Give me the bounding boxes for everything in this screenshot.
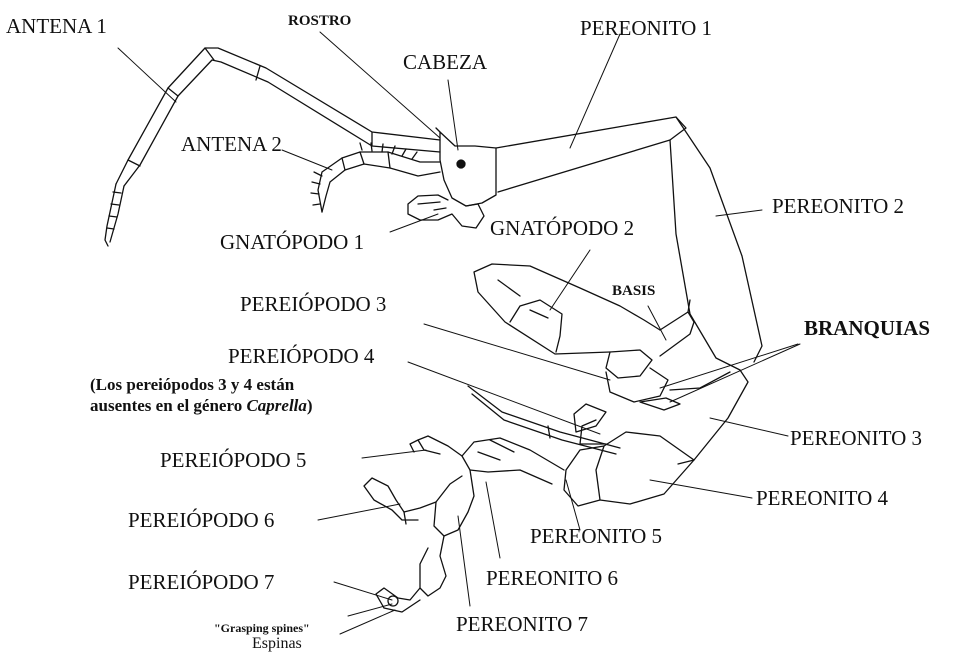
label-pereonito-7: PEREONITO 7 [456, 612, 589, 636]
label-pereonito-2: PEREONITO 2 [772, 194, 905, 218]
label-pereiopodo-5: PEREIÓPODO 5 [160, 448, 307, 472]
gnathopod-1-drawing [407, 194, 485, 229]
label-pereiopodo-3: PEREIÓPODO 3 [240, 292, 387, 316]
gnathopod-2-drawing [473, 263, 695, 379]
label-grasping-spines: "Grasping spines" [214, 621, 310, 635]
pereonite-1-drawing [495, 116, 687, 193]
note-line-2a: ausentes en el género [90, 396, 247, 416]
label-gnatopodo-2: GNATÓPODO 2 [490, 216, 635, 240]
label-pereiopodo-7: PEREIÓPODO 7 [128, 570, 275, 594]
label-rostro: ROSTRO [288, 13, 352, 29]
note-line-2: ausentes en el género Caprella) [90, 395, 313, 416]
label-pereiopodo-4: PEREIÓPODO 4 [228, 344, 375, 368]
label-gnatopodo-1: GNATÓPODO 1 [220, 230, 365, 254]
label-espinas: Espinas [252, 635, 302, 652]
label-antena-2: ANTENA 2 [181, 132, 282, 156]
label-branquias: BRANQUIAS [804, 316, 931, 340]
pereonite-3-to-5-drawing [563, 369, 749, 507]
antenna-2-drawing [310, 142, 441, 213]
note-absent-pereopods: (Los pereiópodos 3 y 4 están ausentes en… [90, 374, 313, 417]
label-basis: BASIS [612, 283, 656, 299]
label-pereonito-3: PEREONITO 3 [790, 426, 923, 450]
antenna-1-drawing [104, 47, 441, 247]
pereopod-6-drawing [363, 477, 437, 525]
pereopod-5-drawing [409, 435, 463, 457]
note-line-1: (Los pereiópodos 3 y 4 están [90, 375, 295, 394]
label-cabeza: CABEZA [403, 50, 487, 74]
label-antena-1: ANTENA 1 [6, 14, 107, 38]
note-genus: Caprella [246, 396, 307, 416]
note-line-2b: ) [306, 396, 313, 416]
label-pereonito-5: PEREONITO 5 [530, 524, 663, 548]
head-drawing [435, 127, 497, 207]
pereopod-7-drawing [375, 587, 421, 613]
label-pereonito-1: PEREONITO 1 [580, 16, 713, 40]
pereopod-4-drawing [467, 385, 621, 455]
label-pereonito-6: PEREONITO 6 [486, 566, 619, 590]
pereonite-2-drawing [669, 116, 763, 371]
gills-drawing [605, 367, 681, 411]
label-pereiopodo-6: PEREIÓPODO 6 [128, 508, 275, 532]
label-pereonito-4: PEREONITO 4 [756, 486, 889, 510]
leader-lines [117, 31, 801, 635]
